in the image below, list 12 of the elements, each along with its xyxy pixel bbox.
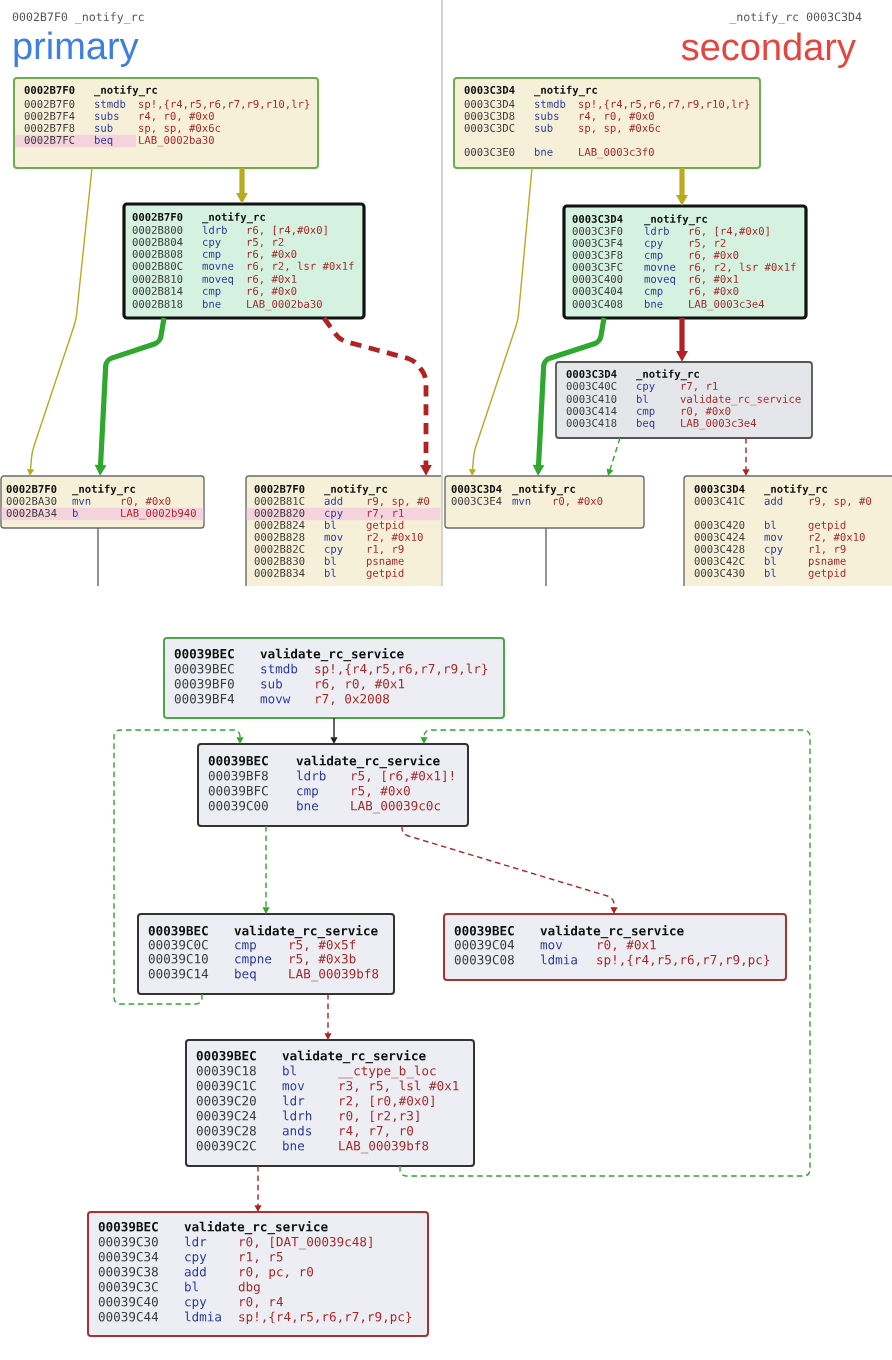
arrow	[401, 825, 618, 914]
connector-line	[545, 527, 547, 587]
arrow	[330, 717, 338, 744]
arrow	[113, 729, 244, 1005]
connector-line	[97, 527, 99, 587]
arrow	[606, 437, 621, 476]
arrow	[399, 729, 811, 1177]
arrow	[262, 825, 270, 914]
arrow	[324, 993, 332, 1040]
pane-title: secondary	[681, 32, 856, 68]
arrow	[254, 1165, 262, 1212]
arrow	[742, 437, 750, 476]
